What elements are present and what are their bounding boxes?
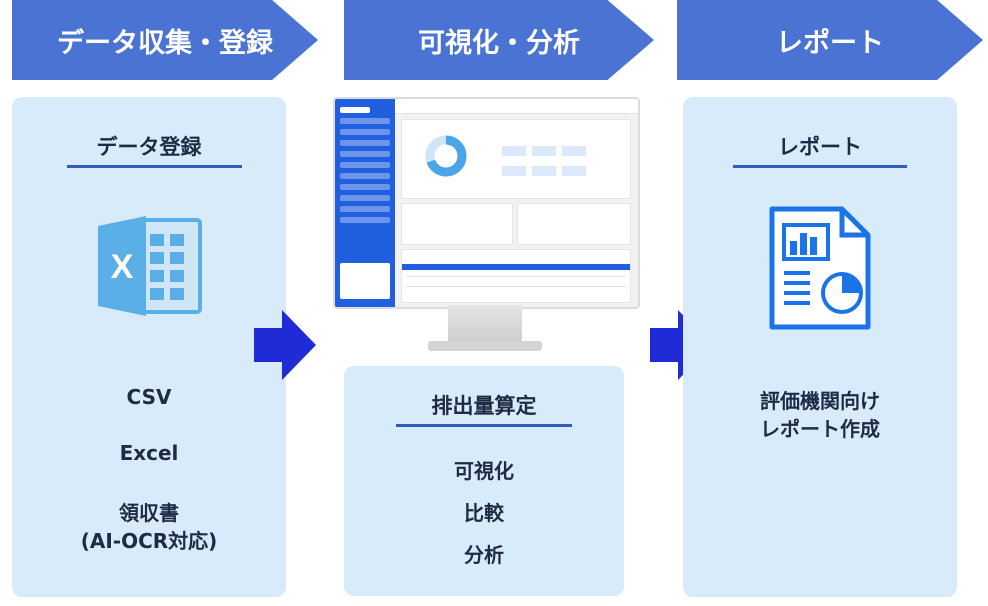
flow-arrow-right-icon bbox=[254, 310, 316, 380]
monitor-base bbox=[428, 341, 542, 351]
title-underline bbox=[67, 165, 242, 168]
emission-calculation-panel: 排出量算定 可視化 比較 分析 bbox=[344, 366, 624, 596]
dashboard-sidebar bbox=[335, 99, 395, 307]
report-item-1: 評価機関向け bbox=[760, 389, 880, 413]
item-comparison: 比較 bbox=[464, 501, 504, 525]
svg-text:X: X bbox=[111, 248, 134, 286]
flow-arrow-right-icon bbox=[650, 310, 712, 380]
report-title: レポート bbox=[778, 135, 862, 159]
item-analysis: 分析 bbox=[464, 543, 504, 567]
report-document-icon bbox=[769, 206, 871, 330]
item-excel: Excel bbox=[119, 441, 179, 465]
data-registration-title: データ登録 bbox=[96, 135, 202, 159]
title-underline bbox=[733, 165, 907, 168]
report-item-2: レポート作成 bbox=[760, 417, 880, 441]
item-visualization: 可視化 bbox=[454, 459, 514, 483]
report-panel: レポート 評価機関向け レポート作成 bbox=[683, 97, 957, 597]
stage-report: レポート bbox=[677, 0, 983, 80]
title-underline bbox=[396, 424, 572, 427]
stage-visualize: 可視化・分析 bbox=[344, 0, 654, 80]
item-ai-ocr: (AI-OCR対応) bbox=[80, 529, 218, 553]
monitor-stand bbox=[448, 305, 522, 343]
data-registration-panel: データ登録 X CSV Excel 領収書 (AI-OCR対応) bbox=[12, 97, 286, 597]
item-receipt: 領収書 bbox=[119, 501, 179, 525]
stage-collect: データ収集・登録 bbox=[12, 0, 318, 80]
emission-calculation-title: 排出量算定 bbox=[431, 394, 537, 418]
excel-icon: X bbox=[98, 216, 202, 316]
item-csv: CSV bbox=[126, 385, 172, 409]
dashboard-screenshot bbox=[333, 97, 640, 309]
